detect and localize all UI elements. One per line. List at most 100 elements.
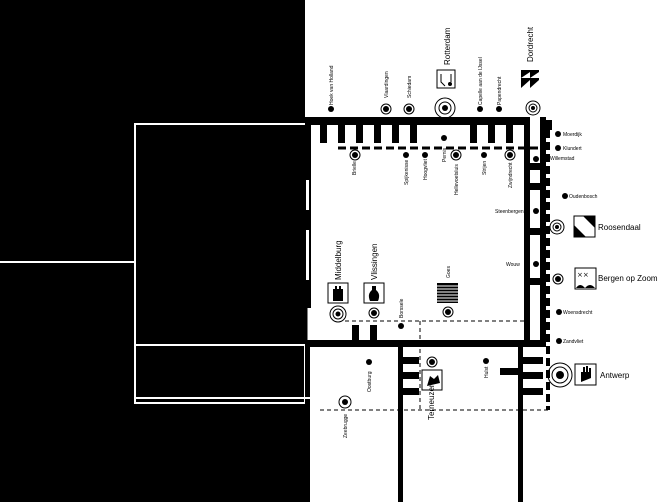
city-marker-icon	[552, 222, 562, 232]
city-marker-icon	[528, 103, 538, 113]
city-marker-icon	[533, 208, 539, 214]
roosendaal-coat-of-arms-icon	[573, 215, 596, 238]
city-marker-icon	[371, 310, 377, 316]
antwerp-hand-coat-of-arms-icon	[574, 363, 597, 386]
city-label: Strijen	[482, 161, 488, 175]
frame-left	[134, 123, 305, 404]
bergen-op-zoom-coat-of-arms-icon: ××	[574, 267, 597, 290]
city-label: Klundert	[563, 146, 582, 152]
city-marker-icon	[406, 106, 412, 112]
city-marker-icon	[403, 152, 409, 158]
city-marker-icon	[547, 362, 573, 388]
city-label: Wouw	[506, 262, 520, 268]
city-marker-icon	[329, 305, 347, 323]
city-label: Hellevoetsluis	[454, 164, 460, 195]
city-label: Steenbergen	[495, 209, 524, 215]
city-label: Zandvliet	[563, 339, 584, 345]
city-marker-icon	[556, 309, 562, 315]
city-label: Pernis	[442, 147, 448, 162]
city-label: Antwerp	[600, 371, 630, 380]
city-label: Oostburg	[367, 371, 373, 392]
city-label: Oudenbosch	[569, 194, 598, 200]
city-label: Zwijndrecht	[508, 162, 514, 188]
city-label: Dordrecht	[526, 26, 535, 62]
city-label: Spijkenisse	[404, 159, 410, 185]
city-marker-icon	[438, 101, 452, 115]
city-marker-icon	[555, 276, 561, 282]
city-marker-icon	[332, 308, 344, 320]
city-label: Hoogvliet	[423, 159, 429, 180]
terneuzen-coat-of-arms-icon	[421, 369, 443, 391]
city-label: Capelle aan de IJssel	[478, 57, 484, 105]
city-marker-icon	[481, 152, 487, 158]
city-marker-icon	[450, 149, 462, 161]
city-marker-icon	[328, 106, 334, 112]
city-label: Brielle	[352, 161, 358, 175]
city-marker-icon	[551, 366, 569, 384]
city-label: ××	[577, 271, 589, 279]
city-marker-icon	[426, 356, 438, 368]
city-marker-icon	[448, 82, 452, 86]
city-label: Roosendaal	[598, 223, 641, 232]
city-marker-icon	[562, 193, 568, 199]
city-label: Goes	[446, 266, 452, 278]
city-marker-icon	[403, 103, 415, 115]
city-marker-icon	[445, 309, 451, 315]
city-label: Papendrecht	[497, 76, 503, 105]
city-label: Zeebrugge	[343, 414, 349, 438]
cities-east: Moerdijk Klundert Willemstad Oudenbosch …	[547, 131, 658, 388]
city-label: Borssele	[399, 298, 405, 318]
city-label: Middelburg	[334, 240, 343, 280]
city-marker-icon	[507, 152, 513, 158]
city-marker-icon	[483, 358, 489, 364]
goes-stripes-coat-of-arms-icon	[437, 283, 458, 303]
city-marker-icon	[335, 311, 341, 317]
city-marker-icon	[556, 371, 564, 379]
cities-inner: Brielle Spijkenisse Hoogvliet Pernis Hel…	[349, 135, 539, 268]
city-marker-icon	[533, 261, 539, 267]
city-marker-icon	[434, 97, 456, 119]
city-marker-icon	[429, 359, 435, 365]
zeebrugge-harbor	[315, 383, 336, 401]
city-marker-icon	[555, 131, 561, 137]
city-label: Hulst	[484, 366, 490, 378]
city-marker-icon	[525, 100, 541, 116]
rotterdam-coat-of-arms-icon	[436, 69, 456, 89]
vlissingen-flask-coat-of-arms-icon	[363, 282, 385, 304]
city-marker-icon	[552, 273, 564, 285]
city-marker-icon	[366, 359, 372, 365]
city-marker-icon	[380, 103, 392, 115]
city-label: Moerdijk	[563, 132, 582, 138]
cities-south: Middelburg Vlissingen Goes Borssele Oost…	[327, 240, 490, 438]
city-marker-icon	[453, 152, 459, 158]
city-label: Vlissingen	[370, 244, 379, 280]
city-label: Rotterdam	[443, 27, 452, 65]
city-marker-icon	[422, 152, 428, 158]
city-label: Willemstad	[550, 156, 575, 162]
city-label: Terneuzen	[427, 383, 436, 420]
city-marker-icon	[441, 135, 447, 141]
city-marker-icon	[556, 338, 562, 344]
city-marker-icon	[383, 106, 389, 112]
land-mass	[0, 0, 305, 502]
frame-right	[305, 117, 552, 502]
city-marker-icon	[504, 149, 516, 161]
dordrecht-coat-of-arms-icon	[521, 70, 539, 88]
city-marker-icon	[477, 106, 483, 112]
city-marker-icon	[352, 152, 358, 158]
city-label: Schiedam	[407, 76, 413, 98]
cities-top: Hoek van Holland Vlaardingen Schiedam Ro…	[328, 26, 541, 119]
city-marker-icon	[549, 219, 565, 235]
middelburg-castle-coat-of-arms-icon	[327, 282, 349, 304]
city-marker-icon	[442, 105, 448, 111]
city-marker-icon	[555, 225, 559, 229]
city-marker-icon	[533, 156, 539, 162]
city-marker-icon	[555, 145, 561, 151]
city-label: Vlaardingen	[384, 71, 390, 98]
city-marker-icon	[342, 399, 348, 405]
city-marker-icon	[531, 106, 535, 110]
city-marker-icon	[368, 307, 380, 319]
border-dashes	[320, 130, 550, 411]
city-marker-icon	[442, 306, 454, 318]
